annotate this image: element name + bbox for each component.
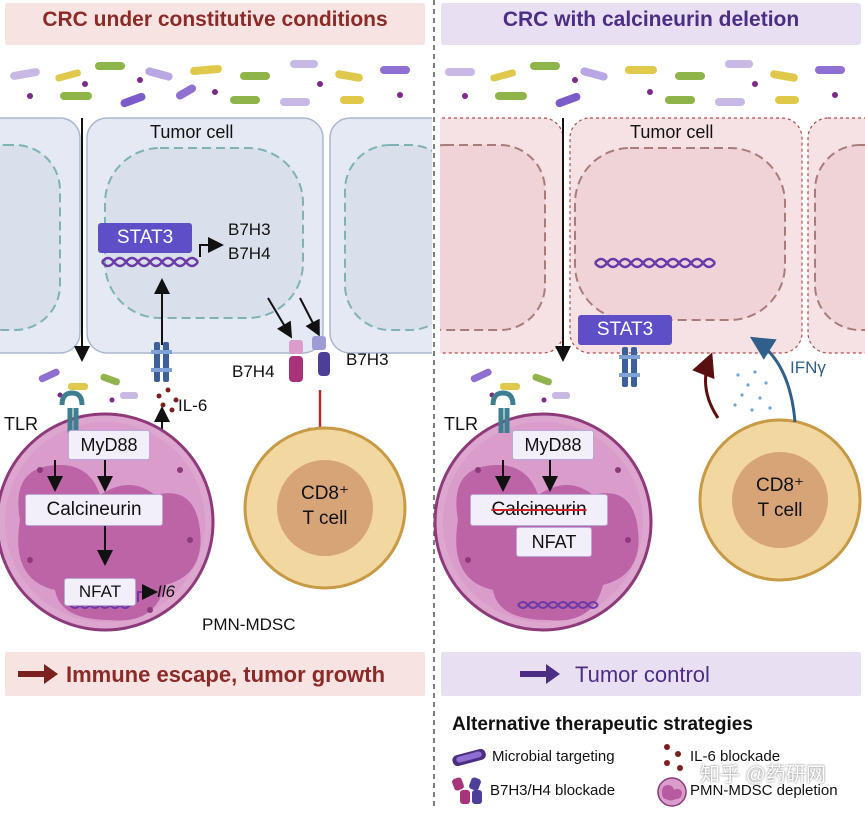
tlr-receptor-left — [59, 390, 85, 433]
b7h3-receptor-label: B7H3 — [346, 350, 389, 369]
tcell-attack-arrow — [692, 352, 720, 419]
cd8-label-left: CD8⁺ — [300, 483, 350, 504]
microbial-targeting-icon — [452, 748, 486, 767]
b7h3-expression-arrow — [299, 297, 320, 337]
myd88-box-right: MyD88 — [512, 430, 594, 460]
cd8-label-right: CD8⁺ — [755, 475, 805, 496]
right-panel-title: CRC with calcineurin deletion — [502, 8, 800, 31]
left-panel-title: CRC under constitutive conditions — [42, 8, 388, 31]
stat3-badge-right: STAT3 — [578, 315, 672, 345]
dna-right — [594, 257, 716, 269]
right-tumor-cell-label: Tumor cell — [630, 122, 714, 142]
ifng-arrow — [749, 336, 797, 423]
tumor-cells-right — [440, 117, 865, 354]
il6-receptor-right — [619, 347, 640, 387]
il6-blockade-icon — [664, 744, 683, 771]
left-outcome-bg — [5, 652, 425, 696]
b7h4-expression-arrow — [267, 297, 293, 339]
left-outcome-label: Immune escape, tumor growth — [66, 662, 386, 687]
right-outcome-bg — [441, 652, 861, 696]
tumor-cells-left — [0, 117, 432, 354]
b7h4-gene-label: B7H4 — [228, 244, 271, 263]
legend-b7-label: B7H3/H4 blockade — [490, 782, 616, 799]
left-tumor-cell-label: Tumor cell — [150, 122, 234, 142]
watermark: 知乎 @药研网 — [700, 764, 826, 786]
pmn-mdsc-label: PMN-MDSC — [202, 615, 296, 634]
stat3-label-right: STAT3 — [596, 319, 654, 340]
cd8-tcell-right — [698, 418, 862, 582]
right-header-bg — [441, 3, 861, 45]
tlr-receptor-right — [490, 390, 516, 433]
calcineurin-box-right: Calcineurin — [470, 494, 608, 526]
il6-receptor-left — [151, 342, 172, 382]
dna-nfat-right — [517, 601, 599, 609]
legend-title: Alternative therapeutic strategies — [452, 714, 753, 735]
tcell-label-left: T cell — [302, 508, 348, 529]
outcome-arrow-left — [18, 664, 58, 684]
il6-label: IL-6 — [178, 396, 208, 415]
transcription-arrow — [199, 237, 224, 257]
b7h3-receptor — [312, 336, 330, 376]
calcineurin-label-right: Calcineurin — [491, 499, 587, 520]
tcell-label-right: T cell — [757, 500, 803, 521]
ifng-label: IFNγ — [790, 358, 826, 377]
calcineurin-box-left: Calcineurin — [25, 494, 163, 526]
stat3-badge-left: STAT3 — [98, 223, 192, 253]
left-header-bg — [5, 3, 425, 45]
legend-microbial-label: Microbial targeting — [492, 748, 615, 765]
calcineurin-label-left: Calcineurin — [46, 499, 142, 520]
b7h3-gene-label: B7H3 — [228, 220, 271, 239]
il6-dots-left — [156, 387, 179, 413]
pmn-depletion-icon — [657, 777, 687, 807]
microbes-top-left — [10, 60, 410, 108]
stat3-label-left: STAT3 — [116, 227, 174, 248]
microbes-tlr-left — [38, 368, 138, 403]
outcome-arrow-right — [520, 664, 560, 684]
myd88-label-right: MyD88 — [524, 434, 582, 455]
legend-il6-label: IL-6 blockade — [690, 748, 781, 765]
b7-blockade-icon — [452, 777, 482, 804]
nfat-box-right: NFAT — [516, 527, 592, 557]
nfat-label-left: NFAT — [78, 582, 122, 601]
b7h4-receptor-label: B7H4 — [232, 362, 275, 381]
right-outcome-label: Tumor control — [575, 662, 710, 687]
ifng-dots — [733, 370, 772, 412]
microbes-top-right — [445, 60, 845, 108]
microbes-tlr-right — [470, 368, 570, 403]
dna-left — [101, 256, 199, 268]
b7h4-receptor — [289, 340, 303, 382]
myd88-label-left: MyD88 — [80, 434, 138, 455]
tlr-label-right: TLR — [444, 414, 479, 434]
cd8-tcell-left — [243, 426, 407, 590]
legend-pmn-label: PMN-MDSC depletion — [690, 782, 838, 799]
nfat-box-left: NFAT — [64, 578, 136, 606]
myd88-box-left: MyD88 — [68, 430, 150, 460]
nfat-label-right: NFAT — [531, 531, 577, 552]
il6-gene-label: Il6 — [157, 582, 175, 601]
tlr-label-left: TLR — [4, 414, 39, 434]
